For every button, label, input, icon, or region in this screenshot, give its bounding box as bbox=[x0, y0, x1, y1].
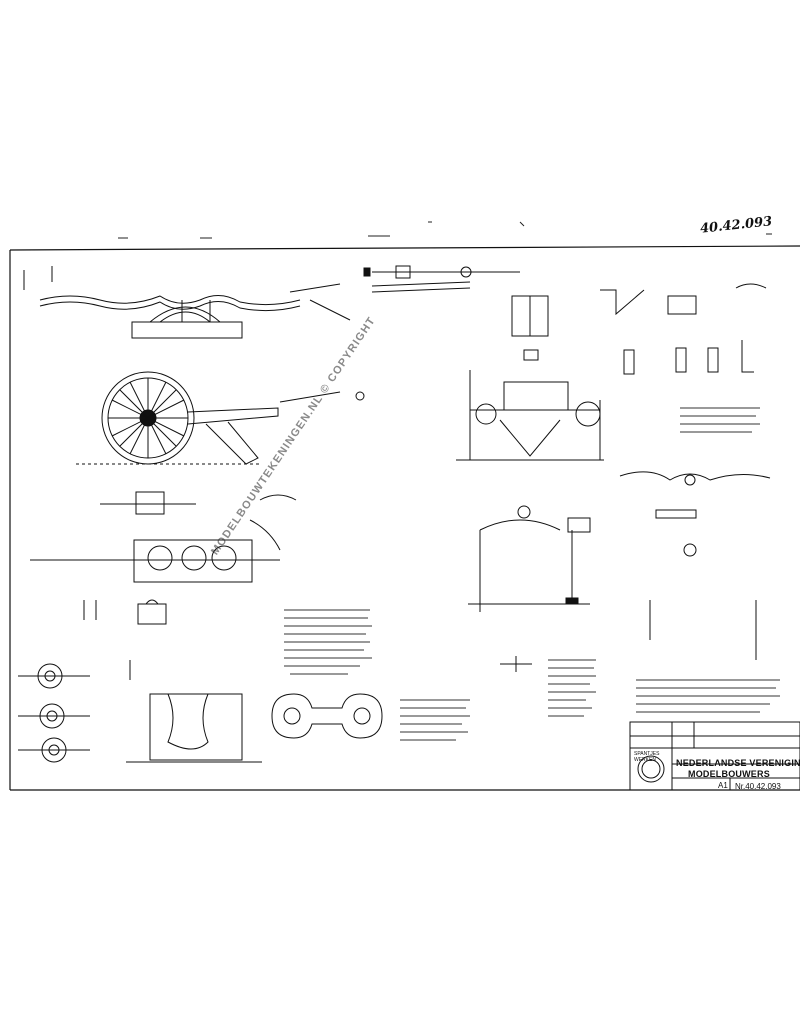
title-block-field-2: WERKEN bbox=[634, 757, 656, 763]
hub-axle-plan bbox=[30, 491, 297, 625]
right-details bbox=[600, 283, 771, 660]
title-block-sheet-format: A1 bbox=[718, 781, 728, 790]
title-block-field-1: SPANTJES bbox=[634, 751, 660, 757]
wheel-side-view bbox=[76, 371, 365, 465]
link-bar-detail bbox=[271, 693, 383, 739]
carriage-front-view bbox=[456, 295, 604, 461]
scan-artifacts bbox=[118, 221, 772, 239]
axle-spring-elevation bbox=[23, 266, 351, 339]
right-notes bbox=[636, 407, 780, 713]
title-block-frame bbox=[629, 721, 800, 791]
elevating-gear-detail bbox=[468, 505, 591, 672]
chain-rod-detail bbox=[363, 265, 520, 293]
title-block-organisation-line2: MODELBOUWERS bbox=[688, 769, 770, 779]
lower-left-details bbox=[18, 660, 262, 763]
title-block-organisation-line1: NEDERLANDSE VERENIGING bbox=[676, 758, 800, 768]
nvm-seal-icon bbox=[637, 755, 665, 783]
title-block-drawing-number: Nr.40.42.093 bbox=[735, 782, 781, 791]
notes-block bbox=[284, 609, 596, 741]
